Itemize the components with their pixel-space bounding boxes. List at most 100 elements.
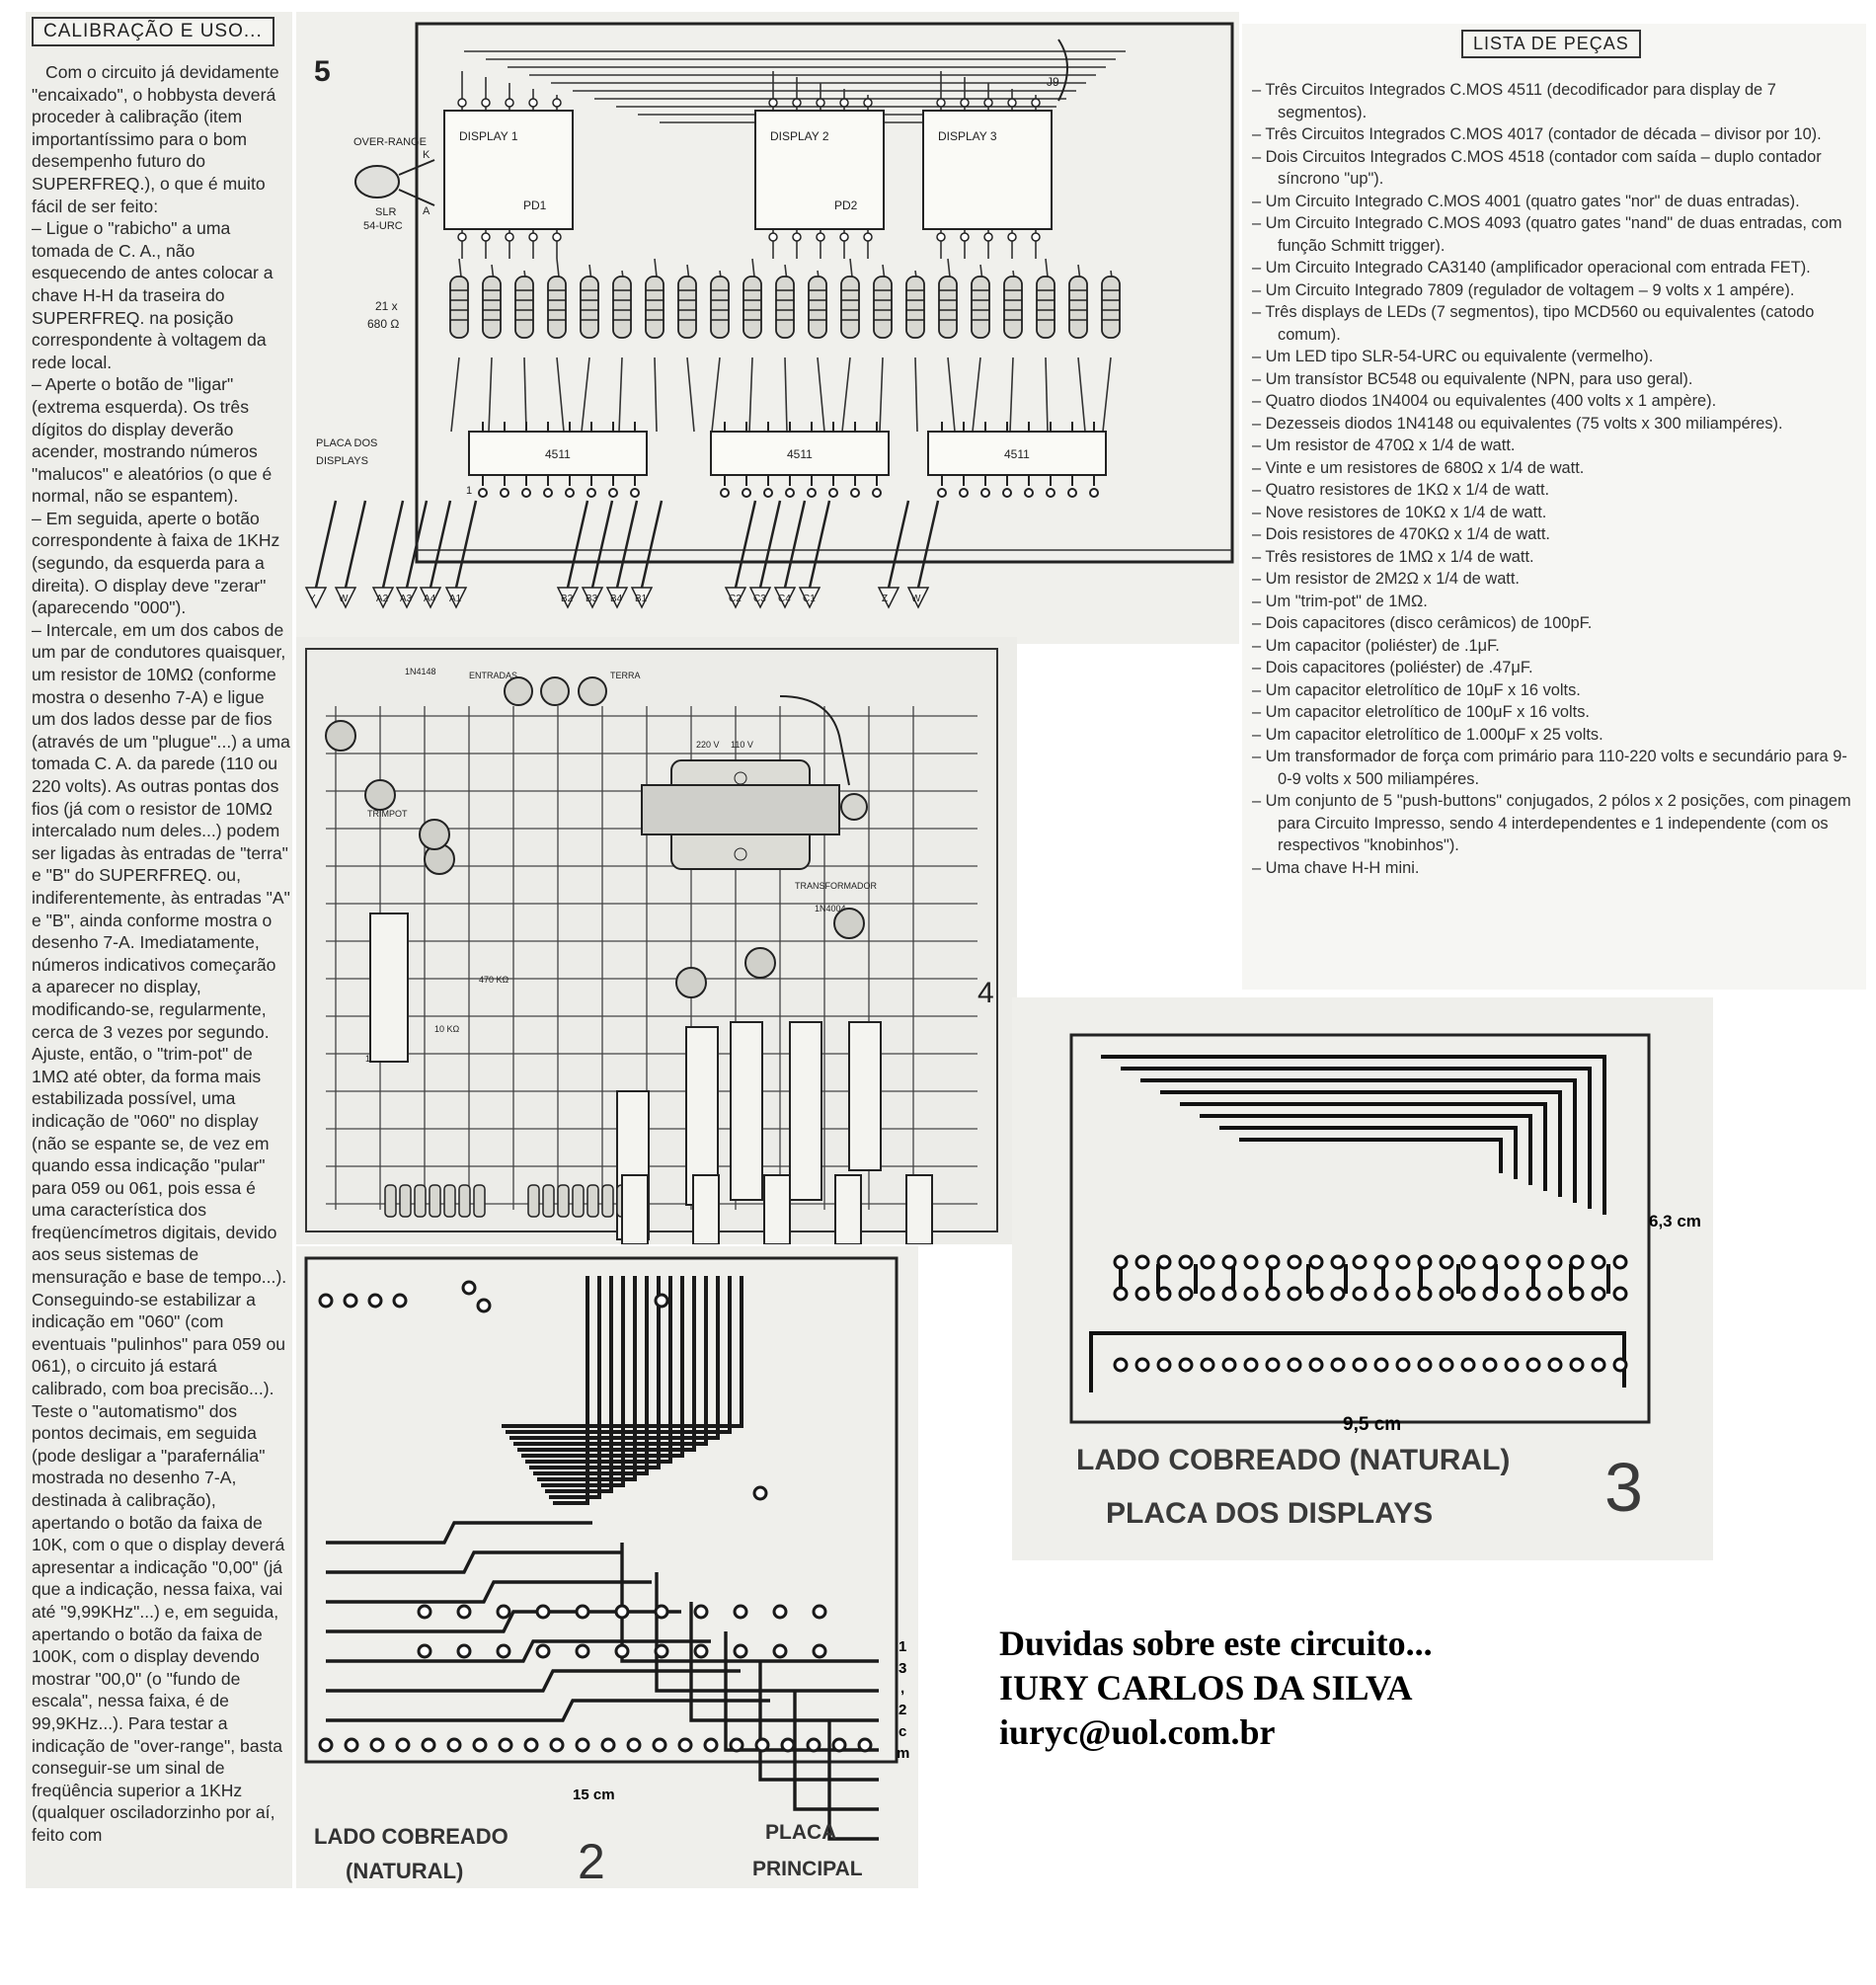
- resistor: [414, 1184, 427, 1218]
- calibration-paragraph: Teste o "automatismo" dos pontos decimai…: [32, 1400, 285, 1845]
- pin1-label: 1: [466, 485, 472, 497]
- parts-list-item: Um capacitor eletrolítico de 10μF x 16 v…: [1252, 679, 1854, 702]
- parts-list-item: Uma chave H-H mini.: [1252, 857, 1854, 880]
- push-button: [834, 1174, 862, 1244]
- capacitor: [325, 720, 356, 752]
- parts-list-item: Dois resistores de 470KΩ x 1/4 de watt.: [1252, 523, 1854, 546]
- resistor-680: [677, 276, 697, 339]
- jumper-label: J9: [1047, 75, 1059, 89]
- display-label: DISPLAY 1: [459, 129, 518, 143]
- figure-3-display-board-copper: 6,3 cm 9,5 cm LADO COBREADO (NATURAL) PL…: [1012, 997, 1713, 1560]
- parts-list-item: Três resistores de 1MΩ x 1/4 de watt.: [1252, 546, 1854, 569]
- chip-label: 4511: [787, 447, 813, 461]
- entradas-label: ENTRADAS: [469, 671, 517, 680]
- figure-2-width: 15 cm: [573, 1786, 615, 1803]
- resistor-680: [1101, 276, 1121, 339]
- terminal-label: C3: [753, 594, 766, 604]
- resistor-680: [905, 276, 925, 339]
- resistor-680: [612, 276, 632, 339]
- push-button: [692, 1174, 720, 1244]
- figure-2-number: 2: [578, 1834, 605, 1888]
- terminal-label: W: [339, 594, 349, 604]
- parts-list-item: Um transformador de força com primário p…: [1252, 746, 1854, 790]
- resistor-680: [743, 276, 762, 339]
- led-label: K: [423, 149, 430, 161]
- chip-label: 4511: [545, 447, 571, 461]
- led-label: SLR: [375, 206, 396, 218]
- parts-list-item: Um "trim-pot" de 1MΩ.: [1252, 591, 1854, 613]
- led-label: OVER-RANGE: [353, 136, 427, 148]
- resistor-680: [580, 276, 599, 339]
- figure-2-main-board-copper: 15 cm 1 3 , 2 c m LADO COBREADO (NATURAL…: [296, 1246, 918, 1888]
- parts-list-item: Um resistor de 470Ω x 1/4 de watt.: [1252, 435, 1854, 457]
- parts-list-item: Um LED tipo SLR-54-URC ou equivalente (v…: [1252, 346, 1854, 368]
- led-label: A: [423, 205, 430, 217]
- resistor-680: [938, 276, 958, 339]
- author-email[interactable]: iuryc@uol.com.br: [999, 1712, 1276, 1752]
- figure-2-caption: (NATURAL): [346, 1859, 463, 1883]
- figure-5-display-board: 5 DISPLAY 1 PD1 DISPLAY 2 PD2 DISPLAY 3 …: [296, 12, 1239, 644]
- figure-2-height: 1 3 , 2 c m: [897, 1638, 909, 1762]
- terminal-label: W: [911, 594, 921, 604]
- parts-list-item: Um capacitor (poliéster) de .1μF.: [1252, 635, 1854, 658]
- parts-list-item: Dois Circuitos Integrados C.MOS 4518 (co…: [1252, 146, 1854, 191]
- capacitor: [744, 947, 776, 979]
- resistor-680: [840, 276, 860, 339]
- resistor: [557, 1184, 570, 1218]
- resistor-680: [710, 276, 730, 339]
- figure-3-width: 9,5 cm: [1343, 1414, 1401, 1435]
- display-3: DISPLAY 3: [922, 110, 1053, 230]
- resistor: [586, 1184, 599, 1218]
- resistor: [399, 1184, 412, 1218]
- figure-5-number: 5: [314, 55, 331, 88]
- figure-3-caption: PLACA DOS DISPLAYS: [1106, 1497, 1433, 1530]
- resistor-label: 470 KΩ: [479, 975, 509, 985]
- parts-list-item: Dois capacitores (disco cerâmicos) de 10…: [1252, 612, 1854, 635]
- resistor-680: [1003, 276, 1023, 339]
- figure-3-caption: LADO COBREADO (NATURAL): [1076, 1444, 1510, 1476]
- terminal-label: B1: [635, 594, 648, 604]
- parts-list: Três Circuitos Integrados C.MOS 4511 (de…: [1252, 79, 1854, 879]
- resistor-680: [482, 276, 502, 339]
- calibration-text: Com o circuito já devidamente "encaixado…: [32, 61, 290, 1847]
- parts-list-item: Três Circuitos Integrados C.MOS 4511 (de…: [1252, 79, 1854, 123]
- credit-line: Duvidas sobre este circuito...: [999, 1624, 1433, 1663]
- transformer-label: TRANSFORMADOR: [795, 881, 878, 891]
- calibration-paragraph: Com o circuito já devidamente "encaixado…: [32, 62, 279, 216]
- parts-list-item: Vinte e um resistores de 680Ω x 1/4 de w…: [1252, 457, 1854, 480]
- resistor-note: 21 x: [375, 299, 398, 313]
- parts-list-item: Um capacitor eletrolítico de 1.000μF x 2…: [1252, 724, 1854, 747]
- display-label: DISPLAY 3: [938, 129, 997, 143]
- terminal-label: C2: [729, 594, 742, 604]
- resistor: [601, 1184, 614, 1218]
- display-2: DISPLAY 2 PD2: [754, 110, 885, 230]
- input-jacks: ENTRADAS TERRA: [469, 671, 641, 706]
- terminal-label: A4: [424, 594, 436, 604]
- resistor-680: [873, 276, 893, 339]
- height-char: 1: [899, 1638, 906, 1655]
- display-label: DISPLAY 2: [770, 129, 829, 143]
- display-1: DISPLAY 1 PD1: [443, 110, 574, 230]
- parts-list-item: Um capacitor eletrolítico de 100μF x 16 …: [1252, 701, 1854, 724]
- terra-label: TERRA: [610, 671, 641, 680]
- parts-list-item: Quatro resistores de 1KΩ x 1/4 de watt.: [1252, 479, 1854, 502]
- parts-list-item: Três Circuitos Integrados C.MOS 4017 (co…: [1252, 123, 1854, 146]
- calibration-column: [26, 12, 292, 1888]
- terminal-label: A1: [449, 594, 462, 604]
- capacitor: [364, 779, 396, 811]
- height-char: 3: [899, 1660, 906, 1677]
- parts-list-item: Um conjunto de 5 "push-buttons" conjugad…: [1252, 790, 1854, 857]
- figure-3-number: 3: [1604, 1449, 1643, 1526]
- push-button: [905, 1174, 933, 1244]
- diode-label: 1N4148: [405, 667, 436, 676]
- calibration-paragraph: – Ligue o "rabicho" a uma tomada de C. A…: [32, 218, 274, 372]
- resistor-680: [449, 276, 469, 339]
- ic-chip: [730, 1021, 763, 1201]
- ic-chip: [789, 1021, 822, 1201]
- chip-label: 4511: [1004, 447, 1030, 461]
- height-char: ,: [900, 1680, 904, 1697]
- terminal-label: B4: [610, 594, 623, 604]
- calibration-paragraph: – Em seguida, aperte o botão corresponde…: [32, 508, 280, 618]
- author-name: IURY CARLOS DA SILVA: [999, 1668, 1413, 1707]
- resistor: [572, 1184, 585, 1218]
